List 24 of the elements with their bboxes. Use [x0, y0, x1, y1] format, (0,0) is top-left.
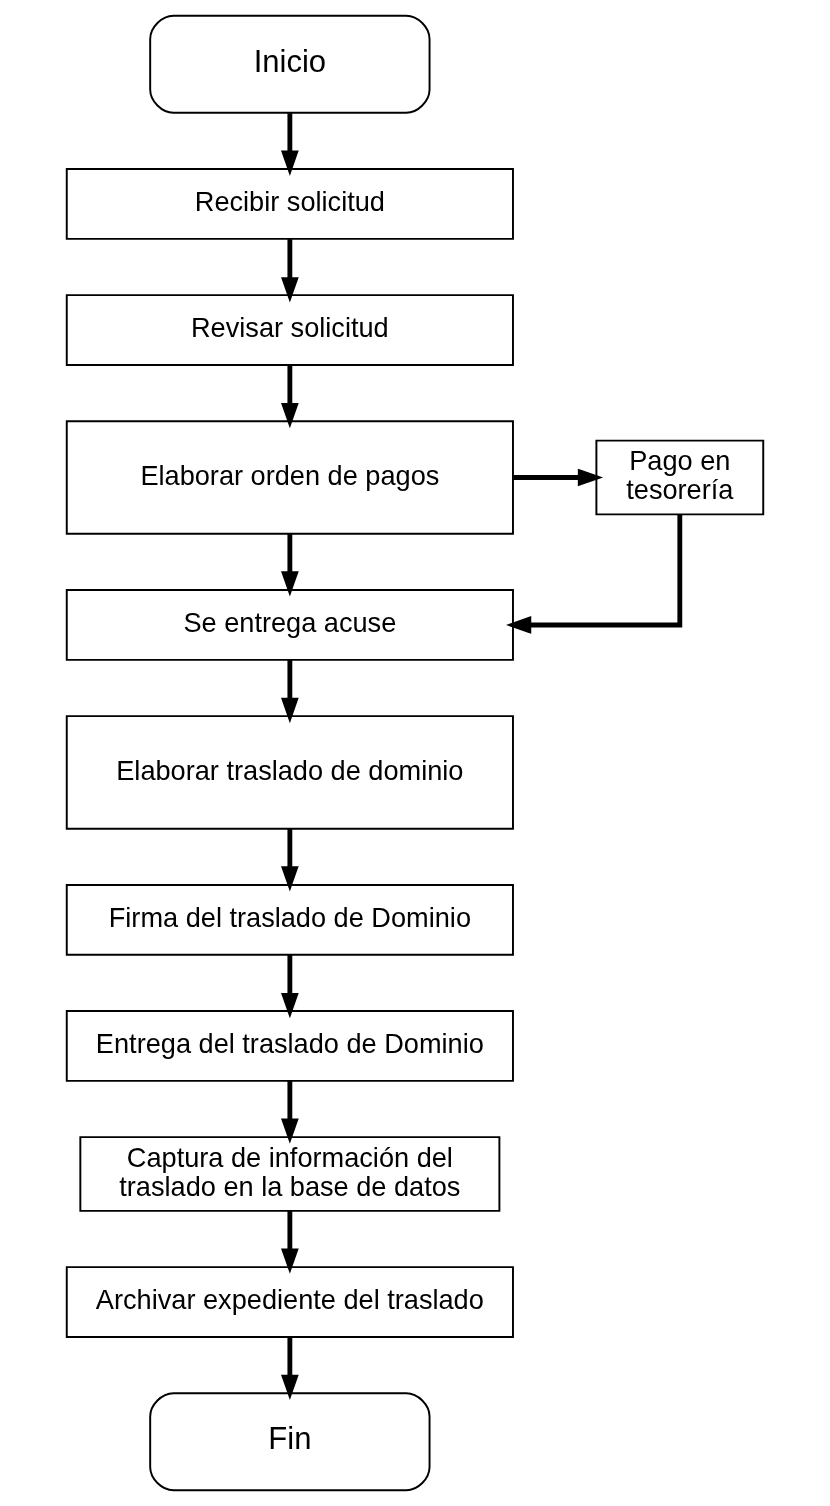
- node-box: Fin: [149, 1392, 431, 1492]
- node-box: Archivar expediente del traslado: [65, 1266, 514, 1338]
- arrow: [281, 1211, 299, 1274]
- arrow: [513, 468, 604, 487]
- node-box: Firma del traslado de Dominio: [65, 883, 514, 956]
- arrow: [281, 365, 299, 429]
- node-box: Elaborar traslado de dominio: [65, 715, 514, 830]
- node-box: Revisar solicitud: [65, 294, 514, 366]
- node-box: Pago en tesorería: [595, 439, 765, 516]
- arrow: [281, 659, 299, 724]
- arrow: [505, 514, 683, 634]
- arrow: [281, 955, 299, 1019]
- arrow: [281, 829, 299, 892]
- node-box: Entrega del traslado de Dominio: [65, 1010, 514, 1082]
- arrow: [281, 113, 299, 176]
- node-box: Captura de información del traslado en la base de datos: [79, 1136, 501, 1212]
- node-box: Se entrega acuse: [65, 589, 514, 661]
- arrow: [281, 1337, 299, 1401]
- arrow: [281, 1080, 299, 1144]
- arrow: [281, 239, 299, 303]
- node-box: Recibir solicitud: [65, 168, 514, 240]
- node-box: Inicio: [149, 14, 431, 114]
- node-box: Elaborar orden de pagos: [65, 420, 514, 535]
- arrow: [281, 534, 299, 597]
